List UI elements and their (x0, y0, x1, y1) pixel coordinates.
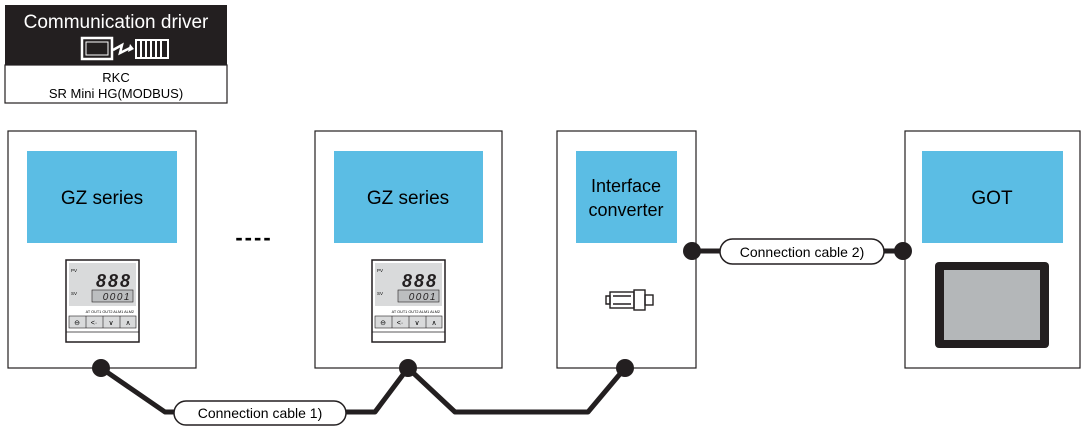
interface-converter-unit: Interface converter (556, 130, 697, 369)
svg-text:⊖: ⊖ (380, 320, 386, 327)
connection-cable-1: Connection cable 1) (92, 359, 634, 426)
cable-1-label-pill (173, 400, 347, 426)
ellipsis-more-units: ---- (235, 225, 272, 250)
temperature-controller-icon: PV 888 SV 0001 AT OUT1 OUT2 ALM1 ALM2 ⊖ … (65, 259, 140, 343)
svg-text:∨: ∨ (414, 320, 419, 327)
driver-maker: RKC (102, 70, 129, 85)
driver-title: Communication driver (24, 12, 209, 33)
cable-1-end-unit-2 (399, 359, 417, 377)
cable-2-label: Connection cable 2) (740, 244, 865, 260)
gz-series-label-bg-2 (334, 151, 483, 243)
pv-tag: PV (71, 268, 77, 273)
converter-icon (605, 289, 654, 311)
sv-tag: SV (71, 291, 77, 296)
pv-display: 888 (96, 271, 132, 291)
got-label: GOT (971, 188, 1013, 209)
temperature-controller-icon: PV 888 SV 0001 AT OUT1 OUT2 ALM1 ALM2 ⊖ … (371, 259, 446, 343)
cable-2-end-converter (683, 242, 701, 260)
sv-display: 0001 (103, 292, 131, 303)
cable-1-end-converter (616, 359, 634, 377)
cable-1-end-unit-1 (92, 359, 110, 377)
cable-2-label-pill (719, 238, 885, 265)
svg-text:∨: ∨ (108, 320, 113, 327)
driver-link-icon (80, 36, 169, 61)
got-screen-icon (935, 262, 1049, 348)
svg-text:<·: <· (91, 320, 97, 327)
indicator-labels: AT OUT1 OUT2 ALM1 ALM2 (392, 310, 440, 314)
connection-cable-2: Connection cable 2) (683, 238, 912, 265)
cable-1-label: Connection cable 1) (198, 405, 323, 421)
pv-display: 888 (402, 271, 438, 291)
driver-model: SR Mini HG(MODBUS) (49, 86, 183, 101)
cable-2-end-got (894, 242, 912, 260)
interface-converter-label-line2: converter (588, 200, 663, 220)
interface-converter-label-bg (576, 151, 677, 243)
svg-text:∧: ∧ (431, 320, 436, 327)
svg-text:<·: <· (397, 320, 403, 327)
gz-series-label-1: GZ series (61, 188, 143, 209)
driver-header (5, 5, 227, 65)
gz-series-label-2: GZ series (367, 188, 449, 209)
sv-display: 0001 (409, 292, 437, 303)
gz-series-label-bg-1 (27, 151, 177, 243)
indicator-labels: AT OUT1 OUT2 ALM1 ALM2 (86, 310, 134, 314)
svg-text:⊖: ⊖ (74, 320, 80, 327)
got-unit: GOT (904, 130, 1081, 369)
svg-text:∧: ∧ (125, 320, 130, 327)
sv-tag: SV (377, 291, 383, 296)
got-label-bg (922, 151, 1063, 243)
gz-series-unit-1: GZ series PV 888 SV 0001 AT OUT1 OUT2 AL… (7, 130, 197, 369)
gz-series-unit-2: GZ series PV 888 SV 0001 AT OUT1 OUT2 AL… (314, 130, 503, 369)
interface-converter-label-line1: Interface (591, 176, 661, 196)
communication-driver-box: Communication driver RKC SR Mini HG(MODB… (4, 5, 228, 104)
driver-info-panel (4, 64, 228, 104)
pv-tag: PV (377, 268, 383, 273)
